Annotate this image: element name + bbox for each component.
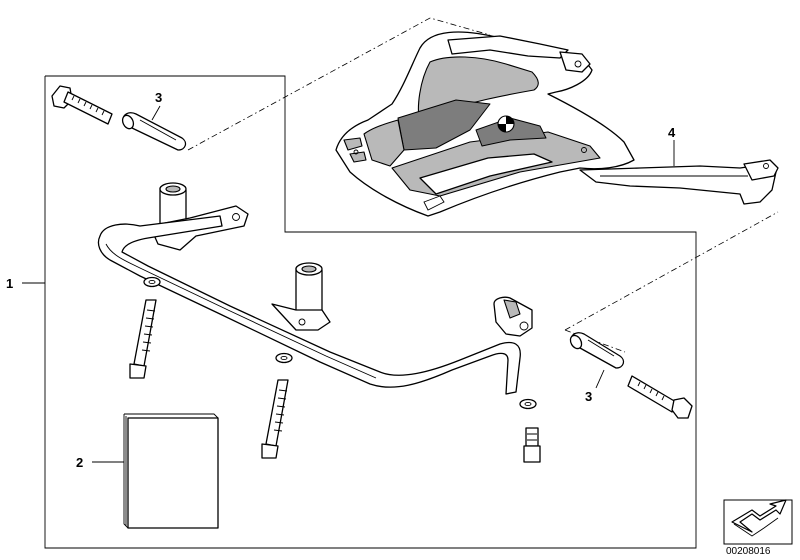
label-part-3-upper: 3 bbox=[155, 90, 162, 105]
top-case-carrier bbox=[335, 31, 779, 217]
leader-lines bbox=[22, 105, 675, 463]
label-part-4: 4 bbox=[668, 125, 676, 140]
bmw-roundel-icon bbox=[497, 115, 515, 133]
mounting-bolt-center bbox=[261, 352, 293, 459]
document-number: 00208016 bbox=[726, 546, 771, 557]
instruction-leaflet bbox=[123, 413, 219, 529]
mounting-bolt-left bbox=[129, 276, 161, 379]
parts-kit-frame bbox=[44, 75, 697, 549]
label-part-2: 2 bbox=[76, 455, 83, 470]
tube-bracket bbox=[97, 182, 533, 395]
label-part-3-lower: 3 bbox=[585, 389, 592, 404]
washer bbox=[519, 398, 537, 410]
label-part-1: 1 bbox=[6, 276, 13, 291]
sleeve-with-bolt-upper bbox=[51, 85, 187, 151]
catalog-arrow-icon bbox=[723, 499, 793, 545]
mounting-bolt-right bbox=[519, 398, 541, 463]
washer bbox=[143, 276, 161, 288]
washer bbox=[275, 352, 293, 364]
sleeve-with-bolt-lower bbox=[569, 332, 693, 419]
